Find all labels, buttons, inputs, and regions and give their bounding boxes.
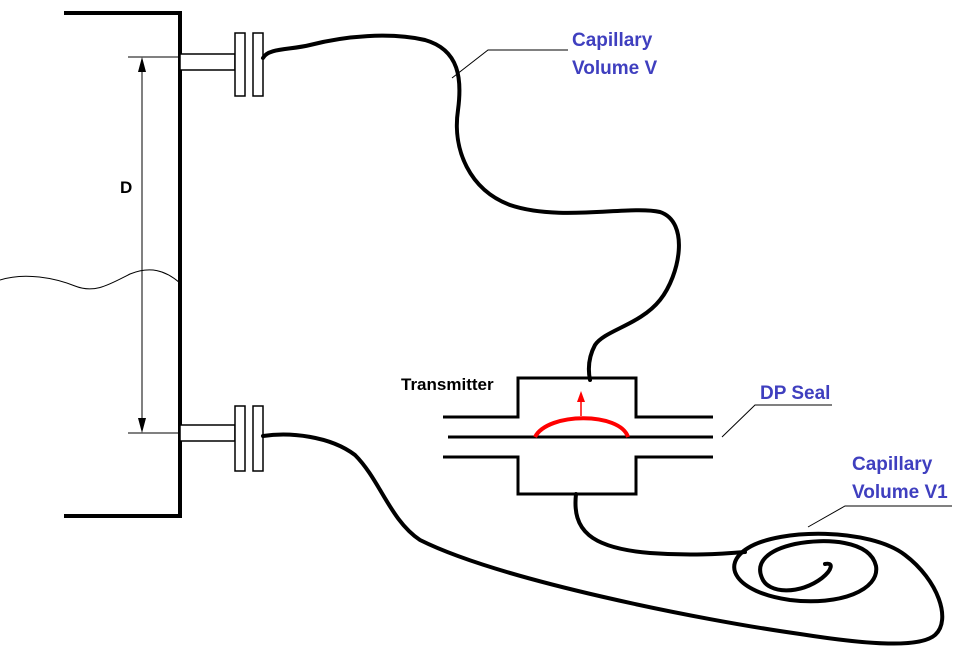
capillary-v1-connection [573,492,747,557]
capillary-v1-label-line1: Capillary [852,454,933,475]
capillary-v1-line [261,432,945,646]
capillary-v-line [261,33,681,382]
dp-seal-leader [721,404,832,438]
liquid-surface [0,269,181,290]
lower-nozzle-flange [179,405,264,472]
capillary-v1-label-line2: Volume V1 [852,482,948,503]
transmitter-label: Transmitter [401,375,494,394]
vessel-wall [64,11,182,518]
dimension-label: D [120,178,132,197]
dimension-d [128,56,180,434]
capillary-v-leader [451,49,568,79]
dp-seal-label: DP Seal [760,383,830,404]
transmitter-body [443,376,713,496]
capillary-v-label-line1: Capillary [572,30,653,51]
diaphragm-seal [533,391,630,439]
capillary-v-label-line2: Volume V [572,58,657,79]
upper-nozzle-flange [179,32,264,97]
capillary-v1-leader [807,505,952,528]
